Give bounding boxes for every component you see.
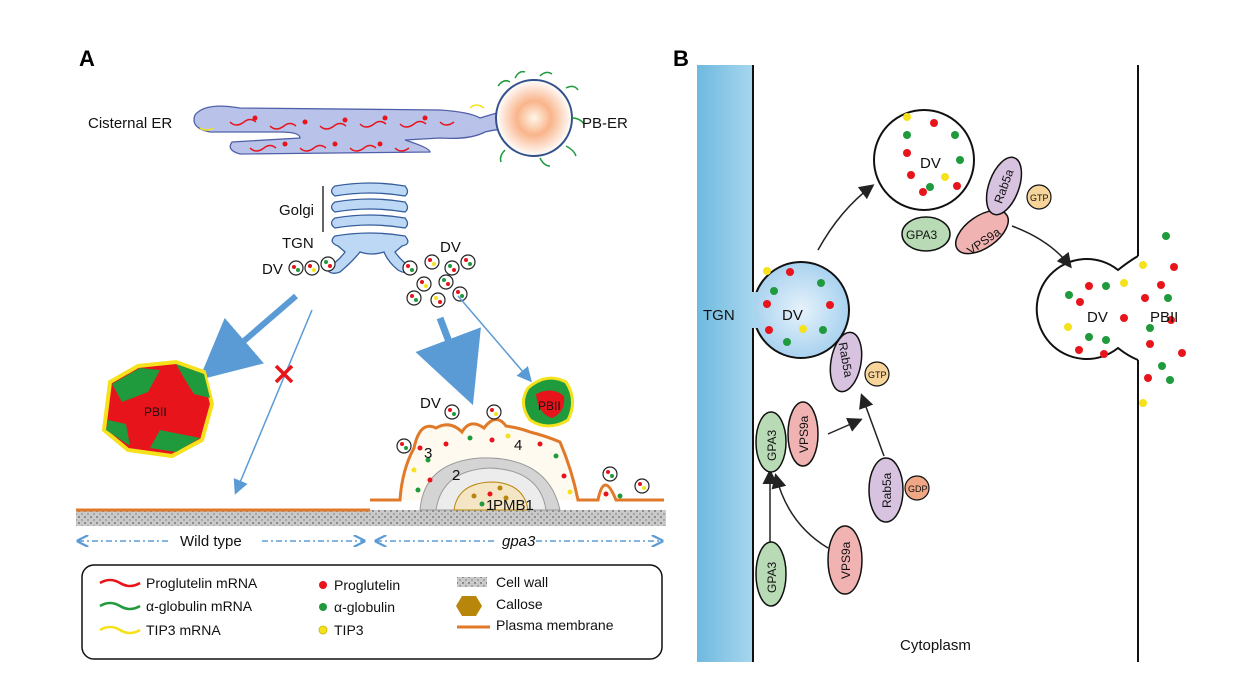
legend-proglutelin-mrna: Proglutelin mRNA — [146, 575, 258, 591]
label-dv-left: DV — [262, 261, 283, 278]
wild-type-arrows — [198, 293, 313, 495]
pbii-cargo — [1139, 232, 1186, 407]
golgi-stack — [330, 182, 409, 229]
er-proglutelin-dots — [252, 115, 428, 147]
label-num-3: 3 — [424, 445, 432, 462]
gtp-top — [1026, 184, 1052, 210]
label-golgi: Golgi — [279, 202, 314, 219]
legend-plasma-membrane: Plasma membrane — [496, 617, 614, 633]
gpa3-arrows — [415, 295, 532, 406]
label-gdp: GDP — [908, 484, 928, 494]
dense-vesicles-pmb — [396, 404, 650, 494]
gpa3-bottom — [755, 541, 787, 607]
legend-callose: Callose — [496, 596, 543, 612]
arrow-dv-to-pbii — [1011, 225, 1072, 269]
label-dv-tgn: DV — [782, 307, 803, 324]
label-cytoplasm: Cytoplasm — [900, 637, 971, 654]
dv-tgn-cargo — [763, 267, 834, 346]
legend-callose-swatch — [456, 596, 482, 616]
legend-proglutelin-dot — [319, 581, 327, 589]
rab5a-mid — [829, 331, 863, 393]
dv-tgn-bud — [752, 261, 850, 359]
label-wild-type: Wild type — [180, 533, 242, 550]
legend-globulin-dot — [319, 603, 327, 611]
legend-cell-wall: Cell wall — [496, 574, 548, 590]
dv-top — [873, 109, 975, 211]
dv-pbii — [1035, 255, 1139, 361]
label-dv-bottom: DV — [420, 395, 441, 412]
label-dv-pbii: DV — [1087, 309, 1108, 326]
label-vps9a-mid: VPS9a — [797, 415, 811, 453]
tgn-bar — [697, 65, 753, 662]
dense-vesicles-a — [288, 254, 476, 308]
legend-globulin: α-globulin — [334, 599, 395, 615]
cell-wall — [76, 510, 666, 526]
legend-tip3-dot — [318, 625, 328, 635]
rab5a-gdp — [868, 457, 904, 523]
label-vps9a-bottom: VPS9a — [839, 541, 853, 579]
cisternal-er — [193, 99, 521, 155]
arrow-complex-to-rab5a — [827, 417, 863, 435]
rab5a-top — [985, 156, 1023, 216]
legend-box — [81, 564, 663, 660]
label-num-1: 1 — [486, 497, 494, 514]
gpa3-top — [901, 216, 951, 252]
label-num-2: 2 — [452, 467, 460, 484]
pbii-wild-type — [101, 359, 215, 459]
gtp-mid — [864, 361, 890, 387]
pmb-cargo-dots — [411, 433, 623, 507]
label-num-4: 4 — [514, 437, 522, 454]
legend-cell-wall-swatch — [457, 577, 487, 587]
label-gpa3-top: GPA3 — [906, 228, 937, 242]
label-pb-er: PB-ER — [582, 115, 628, 132]
legend-mrna-keys — [99, 578, 141, 635]
legend-tip3-mrna: TIP3 mRNA — [146, 622, 221, 638]
pbii-mutant — [522, 376, 574, 428]
vesicle-cargo-dots-a — [292, 258, 472, 304]
er-mrna-strands — [199, 70, 585, 167]
gpa3-mid — [755, 411, 787, 473]
gdp — [904, 475, 930, 501]
label-rab5a-gdp: Rab5a — [880, 472, 894, 508]
tgn-structure — [325, 232, 413, 274]
pb-er — [495, 79, 573, 157]
legend-globulin-mrna: α-globulin mRNA — [146, 598, 253, 614]
label-pbii-b: PBII — [1150, 309, 1178, 326]
dv-pbii-cargo — [1064, 279, 1128, 358]
label-tgn-b: TGN — [703, 307, 735, 324]
arrow-rab5a-gdp-activation — [859, 393, 885, 457]
label-dv-right: DV — [440, 239, 461, 256]
blocked-x-icon — [274, 364, 294, 384]
label-gpa3-bottom: GPA3 — [765, 562, 779, 593]
label-pbii-mut: PBII — [538, 399, 561, 413]
legend-proglutelin: Proglutelin — [334, 577, 400, 593]
label-tgn-a: TGN — [282, 235, 314, 252]
legend-tip3: TIP3 — [334, 622, 364, 638]
label-gtp-top: GTP — [1030, 193, 1049, 203]
label-pbii-wt: PBII — [144, 405, 167, 419]
label-cisternal-er: Cisternal ER — [88, 115, 172, 132]
panel-a-letter: A — [79, 46, 95, 71]
label-gtp-mid: GTP — [868, 370, 887, 380]
label-dv-top: DV — [920, 155, 941, 172]
label-rab5a-mid: Rab5a — [836, 341, 856, 379]
label-gpa3-mid: GPA3 — [765, 430, 779, 461]
vps9a-mid — [787, 401, 819, 467]
dv-top-cargo — [903, 113, 964, 196]
panel-b-letter: B — [673, 46, 689, 71]
label-gpa3: gpa3 — [502, 533, 536, 550]
arrow-tgn-to-dv — [817, 184, 875, 251]
vps9a-top — [955, 209, 1009, 255]
vesicle-cargo-dots-pmb — [400, 408, 646, 490]
label-pmb1: PMB1 — [493, 497, 534, 514]
arrow-vps9a-join — [771, 473, 829, 549]
vps9a-bottom — [827, 525, 863, 595]
